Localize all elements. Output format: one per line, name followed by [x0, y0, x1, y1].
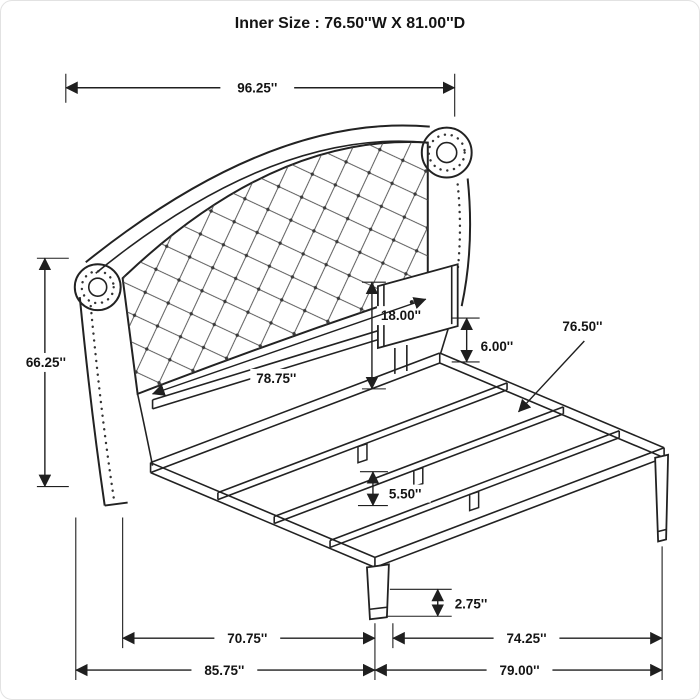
tufting-pattern [122, 141, 428, 394]
dim-leg-height: 2.75'' [385, 588, 488, 617]
slat-1 [217, 382, 508, 501]
right-scroll-nailheads [427, 133, 466, 172]
dim-rail-height: 6.00'' [451, 317, 514, 363]
slat-3-foot [468, 490, 480, 512]
right-scroll [420, 126, 473, 179]
dim-inner-headboard-width-label: 78.75'' [256, 371, 296, 386]
dim-slat-length-label: 76.50'' [562, 319, 602, 334]
dim-inner-headboard-width: 78.75'' [151, 297, 427, 396]
legs [366, 453, 670, 621]
left-scroll-nailheads [80, 270, 115, 305]
dim-leg-height-label: 2.75'' [455, 596, 488, 611]
right-leg [654, 453, 670, 543]
right-rail [439, 352, 665, 459]
headboard-top-inner-edge [95, 140, 428, 274]
left-wing-nailheads [89, 304, 115, 499]
bottom-extension-lines [75, 517, 663, 681]
diagram-title: Inner Size : 76.50''W X 81.00''D [235, 15, 465, 32]
dim-bracket-height-label: 18.00'' [381, 308, 421, 323]
dim-base-inner-right-label: 74.25'' [506, 631, 546, 646]
bed-frame [149, 352, 665, 569]
left-scroll [73, 263, 122, 312]
dim-overall-width-label: 96.25'' [237, 81, 277, 96]
dim-base-inner-right: 74.25'' [392, 628, 663, 648]
dim-rail-height-label: 6.00'' [481, 339, 514, 354]
left-wing [78, 297, 154, 507]
dim-base-inner-left: 70.75'' [122, 628, 376, 648]
foot-leg [366, 563, 390, 621]
dim-base-outer-right-label: 79.00'' [499, 663, 539, 678]
dim-slat-length: 76.50'' [518, 317, 618, 413]
headboard-top-outer-edge [85, 124, 430, 264]
left-rail [150, 461, 376, 569]
dim-overall-width: 96.25'' [65, 73, 456, 117]
dim-base-outer-left-label: 85.75'' [204, 663, 244, 678]
slat-1-foot [357, 442, 368, 464]
dim-headboard-height-label: 66.25'' [26, 355, 66, 370]
dim-base-outer-right: 79.00'' [374, 660, 663, 680]
dim-slat-height: 5.50'' [357, 471, 431, 507]
slat-2-foot [413, 466, 424, 488]
dim-base-inner-left-label: 70.75'' [227, 631, 267, 646]
dim-headboard-height: 66.25'' [17, 257, 74, 488]
dim-slat-height-label: 5.50'' [389, 487, 422, 502]
slats [217, 382, 621, 549]
dim-base-outer-left: 85.75'' [75, 660, 376, 680]
head-rail [149, 352, 441, 474]
